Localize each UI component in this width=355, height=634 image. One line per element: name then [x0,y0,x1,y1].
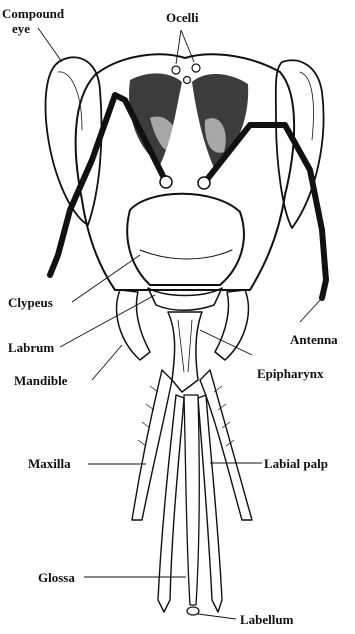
mandible-right [215,290,248,360]
label-ocelli: Ocelli [166,10,199,25]
maxilla-right [200,370,252,520]
labrum [148,288,222,310]
label-clypeus: Clypeus [8,295,53,310]
glossa [184,395,199,605]
label-labrum: Labrum [8,340,54,355]
label-glossa: Glossa [38,570,75,585]
head-capsule [76,54,294,290]
label-labellum: Labellum [240,612,294,627]
label-mandible: Mandible [14,373,68,388]
leader-lines [38,28,322,619]
label-compound-eye-line2: eye [12,21,30,36]
label-epipharynx: Epipharynx [257,366,324,381]
label-labial-palp: Labial palp [264,456,328,471]
label-maxilla: Maxilla [28,456,71,471]
label-compound-eye-line1: Compound [2,6,65,21]
epipharynx [168,312,202,392]
label-antenna: Antenna [290,332,338,347]
labial-palp-right [198,395,222,612]
clypeus [127,194,244,285]
labellum [187,607,199,615]
